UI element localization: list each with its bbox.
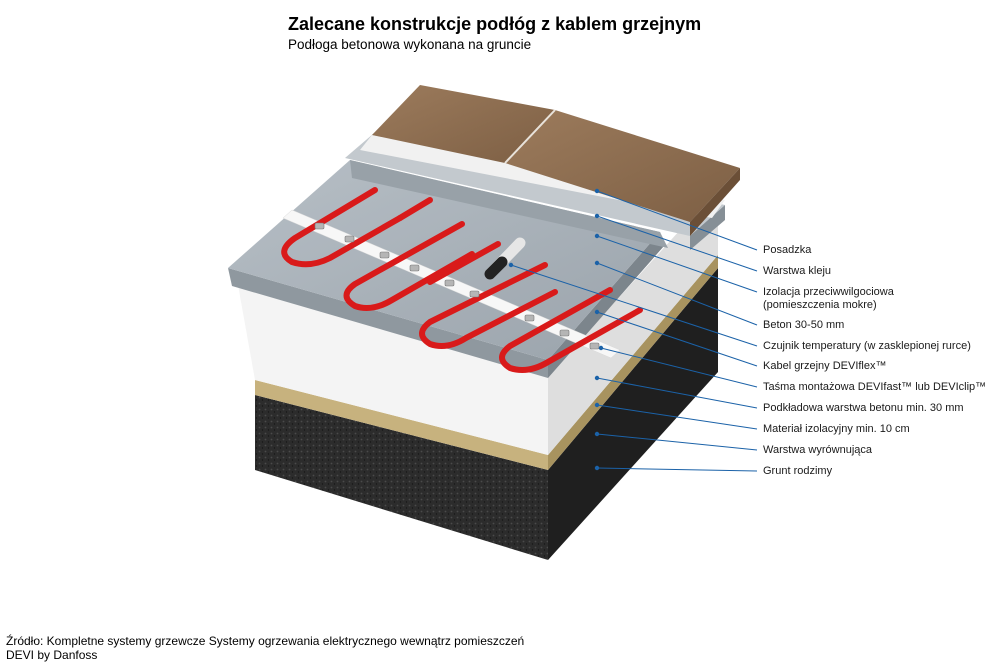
page-title: Zalecane konstrukcje podłóg z kablem grz…: [288, 14, 702, 34]
leader-dot-sensor: [508, 262, 514, 268]
base-concrete-front: [228, 268, 548, 378]
leader-line-moisture: [596, 235, 758, 293]
leader-dot-moisture: [594, 233, 600, 239]
source-line1: Źródło: Kompletne systemy grzewcze Syste…: [6, 634, 525, 648]
leveling-layer: [255, 380, 548, 470]
concrete-step-side: [690, 205, 725, 250]
callout-leaders: [508, 188, 758, 472]
temperature-sensor: [484, 237, 526, 280]
leader-dot-concrete: [594, 260, 600, 266]
source-note: Źródło: Kompletne systemy grzewcze Syste…: [6, 634, 524, 662]
leader-dot-posadzka: [594, 188, 600, 194]
insulation-layer-side: [548, 188, 718, 455]
ground-layer-side: [548, 268, 718, 560]
leader-dot-insulation: [594, 402, 600, 408]
tape-clips: [314, 222, 600, 350]
ground-layer: [255, 395, 548, 560]
tile-joint: [504, 109, 556, 164]
source-line2: DEVI by Danfoss: [6, 648, 98, 662]
heating-cable: [281, 187, 643, 373]
concrete-step-front: [350, 160, 668, 248]
leveling-layer-side: [548, 255, 718, 470]
tile-edge: [690, 168, 740, 236]
leader-dot-tape: [598, 345, 604, 351]
leader-dot-cable: [594, 309, 600, 315]
page-subtitle: Podłoga betonowa wykonana na gruncie: [288, 37, 532, 52]
leader-line-leveling: [596, 433, 758, 451]
leader-line-tape: [600, 347, 758, 388]
leader-dot-ground: [594, 465, 600, 471]
leader-line-insulation: [596, 404, 758, 430]
leader-dot-base-concrete: [594, 375, 600, 381]
tile-right: [505, 110, 740, 222]
leader-dot-adhesive: [594, 213, 600, 219]
leader-line-posadzka: [596, 190, 758, 251]
leader-line-adhesive: [596, 215, 758, 272]
leader-dot-leveling: [594, 431, 600, 437]
leader-line-ground: [596, 467, 758, 472]
leader-line-cable: [596, 311, 758, 367]
tile-left: [372, 85, 555, 163]
leader-line-base-concrete: [596, 377, 758, 409]
leader-line-sensor: [510, 264, 758, 347]
insulation-layer: [238, 285, 548, 455]
leader-line-concrete: [596, 262, 758, 326]
